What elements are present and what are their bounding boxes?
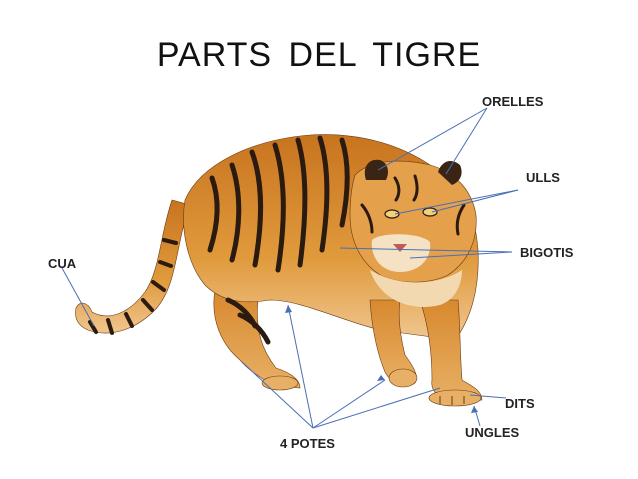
back-paw [261,375,299,391]
line-orelles-right [445,107,488,175]
line-ulls-right [431,189,519,213]
label-cua: CUA [48,256,77,271]
label-ungles: UNGLES [465,425,520,440]
face-stripes [360,174,466,236]
line-potes-4 [312,387,441,429]
slide-title: PARTS DEL TIGRE [156,36,482,74]
label-dits: DITS [505,396,535,411]
line-orelles-left [377,107,488,171]
line-cua [61,267,95,327]
line-bigotis-right [409,251,513,259]
line-potes-3 [312,379,386,429]
label-4-potes: 4 POTES [280,436,335,451]
front-left-paw [388,368,418,388]
toes [439,396,465,405]
body-stripes [207,135,350,345]
line-ulls-left [394,189,519,215]
label-ulls: ULLS [526,170,560,185]
line-dits [469,394,507,399]
label-orelles: ORELLES [482,94,544,109]
arrowheads [285,305,478,413]
line-bigotis-left [339,247,513,253]
line-potes-2 [287,304,314,429]
label-bigotis: BIGOTIS [520,245,574,260]
front-right-paw [428,389,482,407]
line-potes-1 [241,361,314,429]
tiger-illustration [75,134,483,407]
tail-stripes [88,238,178,335]
